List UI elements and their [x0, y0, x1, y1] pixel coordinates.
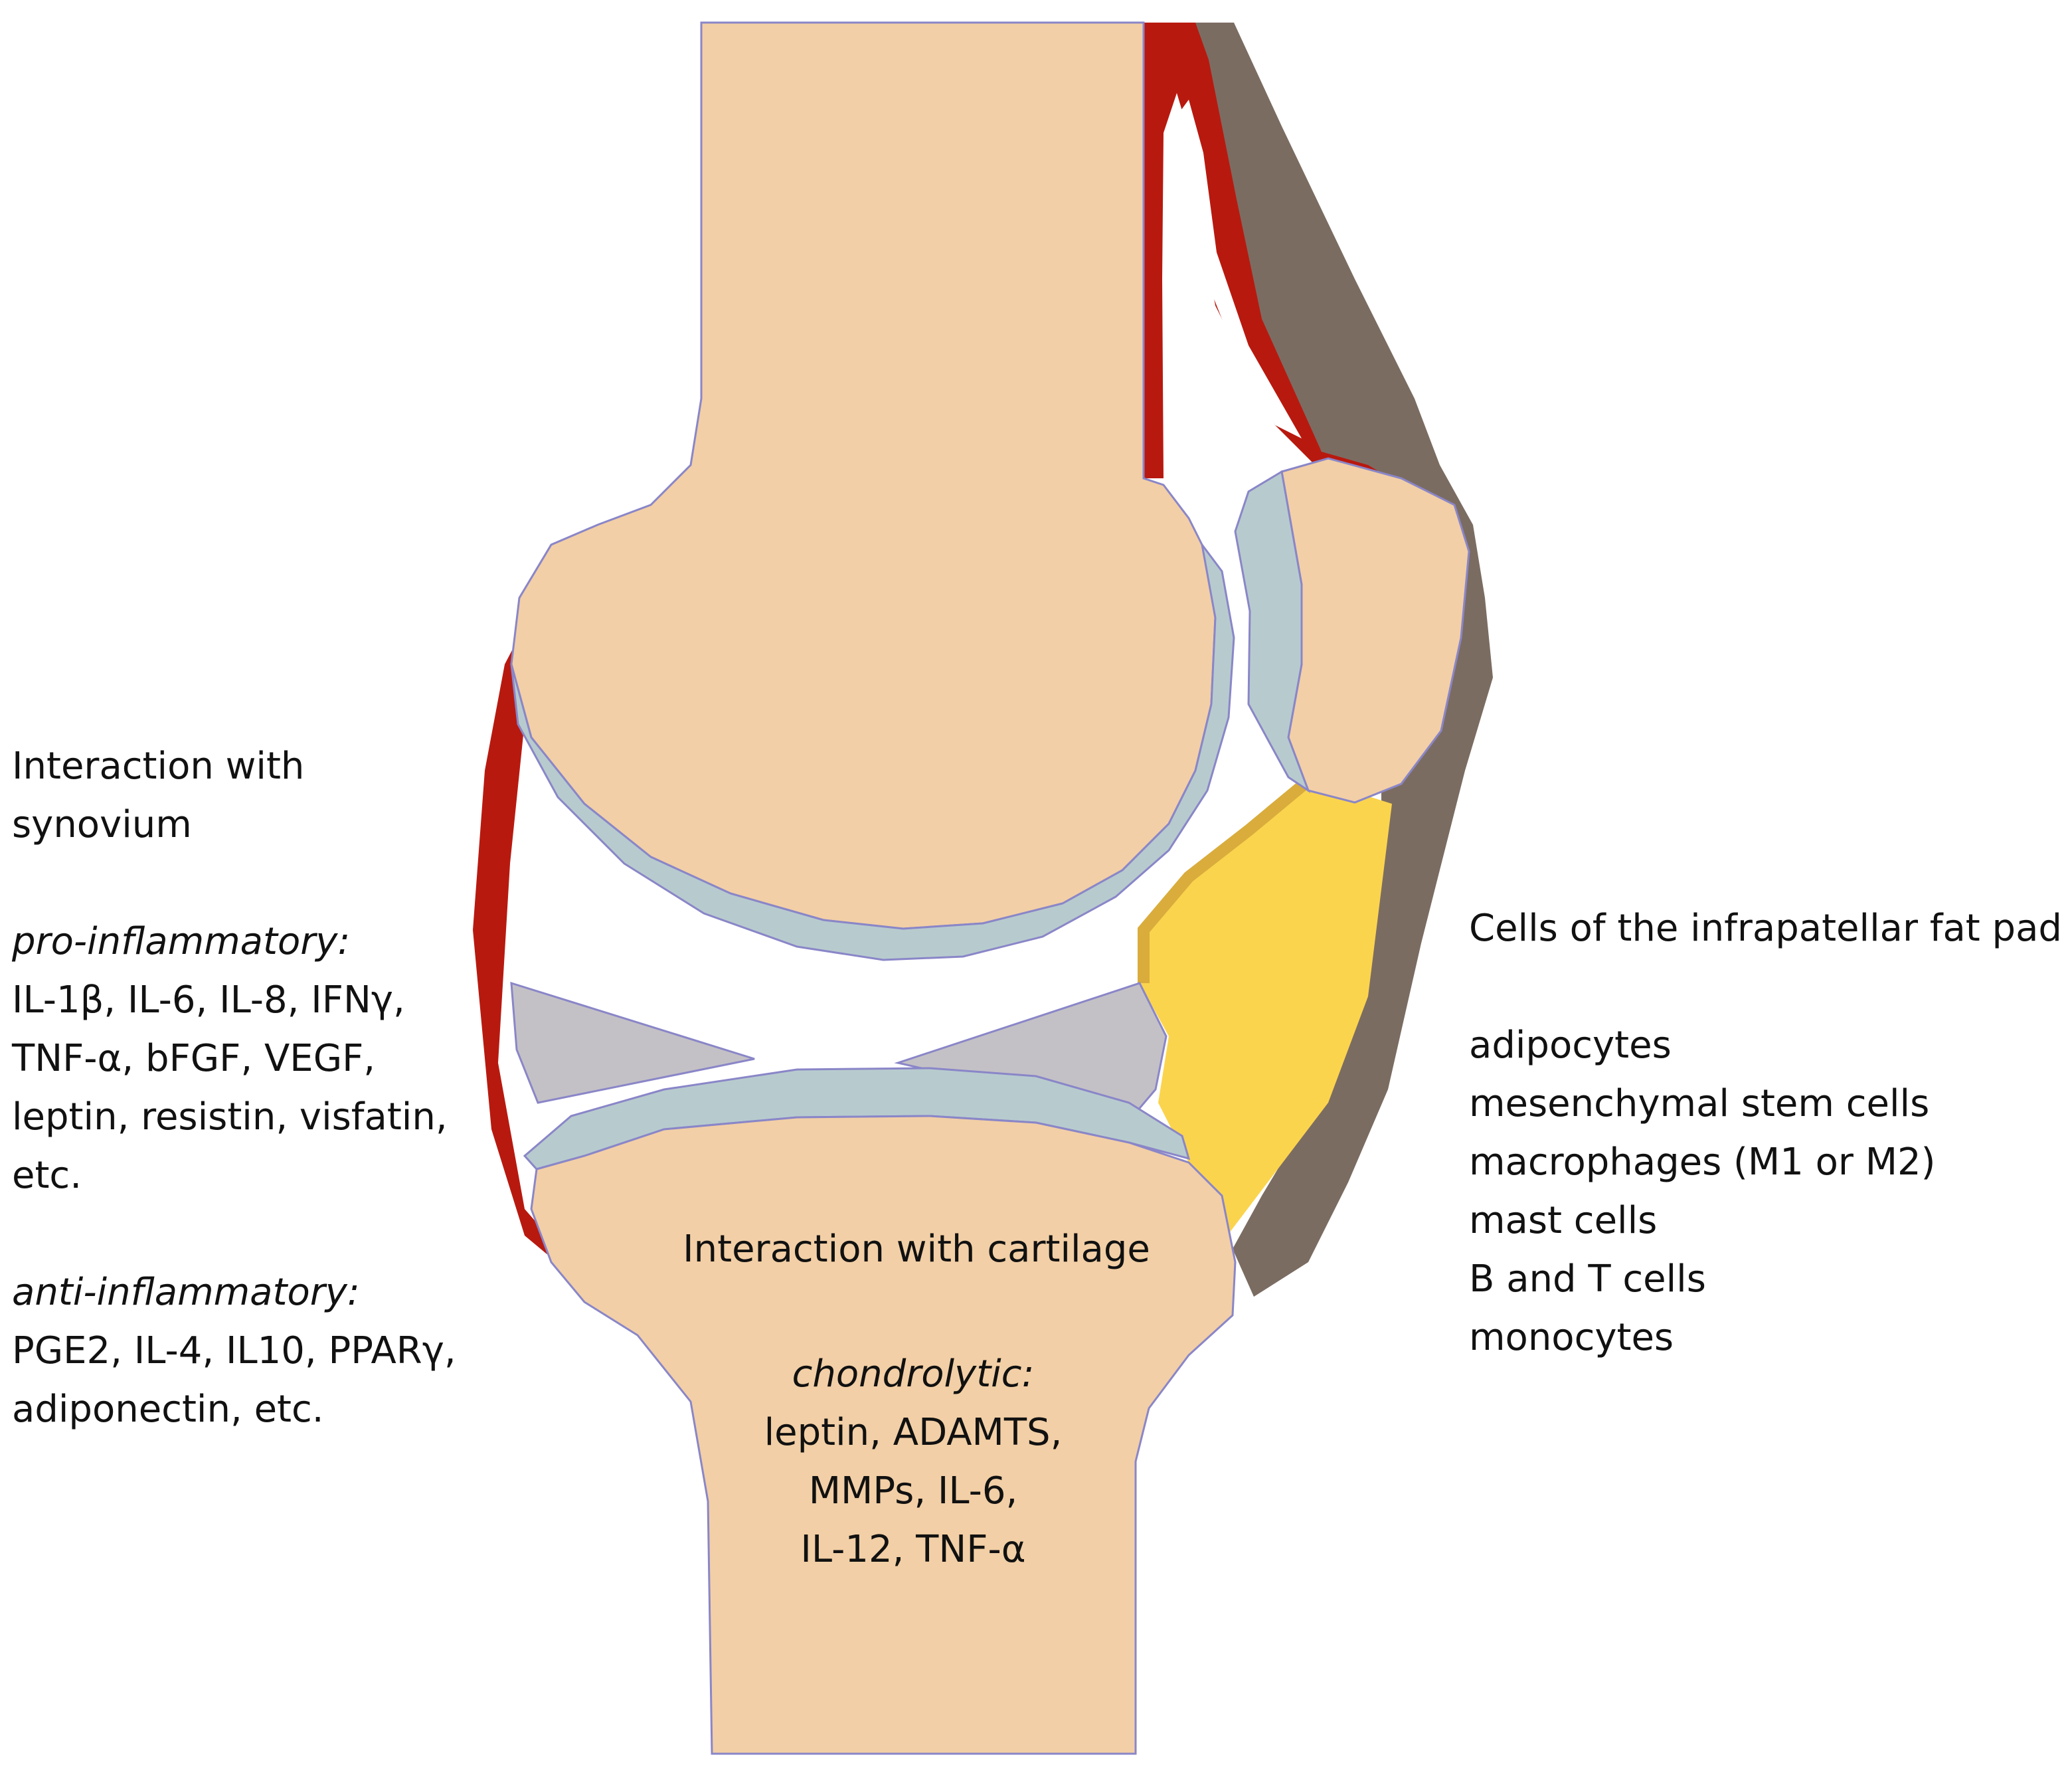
- cell-type-item: adipocytes: [1469, 1024, 1672, 1067]
- anti-inflammatory-line2: adiponectin, etc.: [12, 1388, 324, 1431]
- synovium-anterior-hollow: [1174, 100, 1302, 438]
- infrapatellar-fat-pad: [1140, 777, 1392, 1236]
- fat-pad-cells-panel: Cells of the infrapatellar fat pad adipo…: [1469, 899, 2062, 1367]
- synovium-anterior: [1144, 23, 1401, 485]
- meniscus-posterior: [510, 981, 755, 1104]
- cell-type-item: monocytes: [1469, 1316, 1674, 1359]
- cartilage-interaction-title: Interaction with cartilage: [683, 1228, 1150, 1271]
- synovium-posterior: [473, 636, 571, 1269]
- pro-inflammatory-heading: pro-inflammatory:: [12, 920, 351, 963]
- chondrolytic-line2: MMPs, IL-6,: [808, 1469, 1018, 1513]
- cell-type-item: B and T cells: [1469, 1257, 1706, 1301]
- cell-type-item: mast cells: [1469, 1199, 1658, 1242]
- synovium-interaction-panel: Interaction with synovium pro-inflammato…: [12, 737, 456, 1439]
- anti-inflammatory-line1: PGE2, IL-4, IL10, PPARγ,: [12, 1329, 456, 1372]
- patellar-cartilage: [1234, 470, 1311, 793]
- pro-inflammatory-line2: TNF-α, bFGF, VEGF,: [12, 1037, 376, 1080]
- anti-inflammatory-heading: anti-inflammatory:: [12, 1271, 360, 1314]
- femoral-cartilage: [510, 544, 1235, 961]
- cell-type-item: macrophages (M1 or M2): [1469, 1141, 1936, 1184]
- synovium-title-line1: Interaction with: [12, 745, 305, 788]
- fat-pad-title: Cells of the infrapatellar fat pad: [1469, 907, 2062, 950]
- synovium-title-line2: synovium: [12, 803, 192, 846]
- femur: [510, 21, 1217, 930]
- pro-inflammatory-line4: etc.: [12, 1154, 82, 1197]
- chondrolytic-line1: leptin, ADAMTS,: [764, 1411, 1063, 1454]
- tibia: [530, 1115, 1237, 1755]
- chondrolytic-line3: IL-12, TNF-α: [800, 1528, 1026, 1571]
- cell-type-item: mesenchymal stem cells: [1469, 1082, 1930, 1125]
- cartilage-interaction-panel: chondrolytic: leptin, ADAMTS, MMPs, IL-6…: [671, 1345, 1156, 1579]
- fat-pad-edge: [1138, 774, 1315, 983]
- pro-inflammatory-line3: leptin, resistin, visfatin,: [12, 1095, 448, 1139]
- pro-inflammatory-line1: IL-1β, IL-6, IL-8, IFNγ,: [12, 978, 405, 1022]
- chondrolytic-heading: chondrolytic:: [792, 1352, 1035, 1396]
